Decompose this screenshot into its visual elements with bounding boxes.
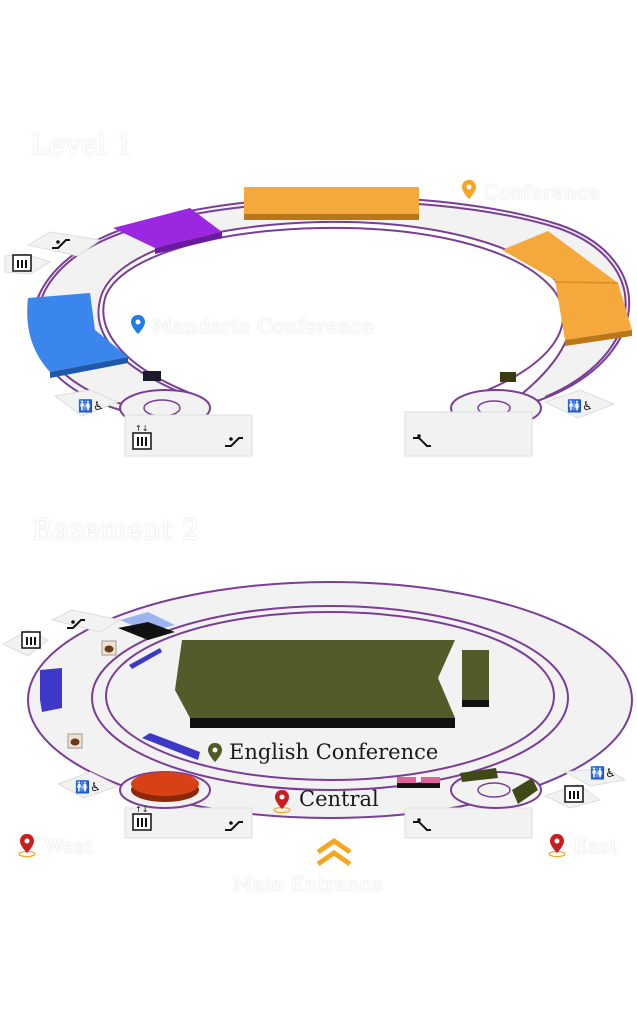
food-icon[interactable]: [101, 640, 117, 656]
level-1-platform-left-low: [53, 389, 120, 417]
level-1-platform-right-low: [543, 389, 616, 419]
room-conference-right[interactable]: [502, 231, 632, 346]
escalator-icon[interactable]: [225, 437, 243, 447]
elevator-icon[interactable]: [564, 785, 584, 803]
room-pink-2[interactable]: [421, 777, 440, 787]
kiosk-left: [143, 371, 161, 381]
map-pin-icon[interactable]: [131, 315, 145, 334]
escalator-icon[interactable]: [413, 434, 431, 447]
room-red-round[interactable]: [131, 772, 199, 802]
map-pin-icon[interactable]: [18, 834, 36, 858]
label-english-conference[interactable]: English Conference: [229, 740, 439, 764]
room-pink-1[interactable]: [397, 777, 416, 787]
svg-text:🚻♿: 🚻♿: [75, 780, 101, 794]
basement-2-title: Basement 2: [32, 513, 200, 546]
restroom-accessible-icon[interactable]: 🚻♿: [78, 399, 104, 413]
basement-platform-right-mid: [563, 767, 627, 787]
label-central[interactable]: Central: [299, 787, 379, 811]
map-pin-icon[interactable]: [208, 743, 222, 762]
level-1-platform-left-top: [26, 231, 102, 257]
svg-text:🚻♿: 🚻♿: [590, 766, 616, 780]
room-dark-olive-1[interactable]: [460, 768, 498, 782]
room-english-conference[interactable]: [175, 640, 455, 728]
map-pin-icon[interactable]: [462, 180, 476, 199]
escalator-icon[interactable]: [67, 619, 85, 629]
room-olive-side[interactable]: [462, 650, 489, 707]
restroom-accessible-icon[interactable]: 🚻♿: [567, 399, 593, 413]
room-purple[interactable]: [113, 208, 222, 254]
escalator-icon[interactable]: [52, 239, 70, 249]
room-conference-top[interactable]: [244, 187, 419, 220]
level-1-title: Level 1: [30, 128, 134, 161]
room-blue-strip-2[interactable]: [40, 668, 62, 712]
room-light-blue[interactable]: [118, 612, 175, 640]
label-east[interactable]: East: [573, 834, 618, 858]
map-pin-icon[interactable]: [273, 790, 291, 814]
svg-text:🚻♿: 🚻♿: [78, 399, 104, 413]
room-mandarin-blue[interactable]: [27, 293, 128, 378]
restroom-accessible-icon[interactable]: 🚻♿: [75, 780, 101, 794]
label-main-entrance[interactable]: Main Entrance: [232, 872, 383, 896]
elevator-icon[interactable]: ↑↓: [132, 805, 152, 831]
restroom-accessible-icon[interactable]: 🚻♿: [590, 766, 616, 780]
escalator-icon[interactable]: [225, 821, 243, 831]
level-1-map: [4, 187, 632, 457]
svg-text:🚻♿: 🚻♿: [567, 399, 593, 413]
kiosk-pink-base: [397, 783, 440, 788]
room-dark-olive-2[interactable]: [512, 778, 538, 804]
level-1-platform-bottom-left: [124, 414, 253, 457]
escalator-icon[interactable]: [413, 818, 431, 831]
room-blue-strip-1[interactable]: [129, 648, 162, 669]
entrance-chevron-icon[interactable]: [316, 837, 352, 867]
map-pin-icon[interactable]: [548, 834, 566, 858]
basement-2-map: [1, 581, 633, 839]
level-1-inner-outline: [102, 226, 564, 396]
basement-platform-left-low: [56, 771, 120, 799]
kiosk-right: [500, 372, 516, 382]
level-1-platform-bottom-right: [404, 411, 533, 457]
svg-text:↑↓: ↑↓: [135, 805, 148, 814]
label-mandarin-conference[interactable]: Mandarin Conference: [152, 314, 374, 338]
elevator-icon[interactable]: [12, 254, 32, 272]
svg-text:↑↓: ↑↓: [135, 424, 148, 433]
basement-platform-bottom-right: [404, 807, 533, 839]
room-blue-strip-3[interactable]: [142, 733, 200, 760]
elevator-icon[interactable]: ↑↓: [132, 424, 152, 450]
basement-middle-ring: [91, 605, 569, 791]
label-west[interactable]: West: [44, 834, 94, 858]
label-conference[interactable]: Conference: [483, 180, 600, 204]
basement-platform-bottom-left: [124, 807, 253, 839]
food-icon[interactable]: [67, 733, 83, 749]
elevator-icon[interactable]: [21, 631, 41, 649]
